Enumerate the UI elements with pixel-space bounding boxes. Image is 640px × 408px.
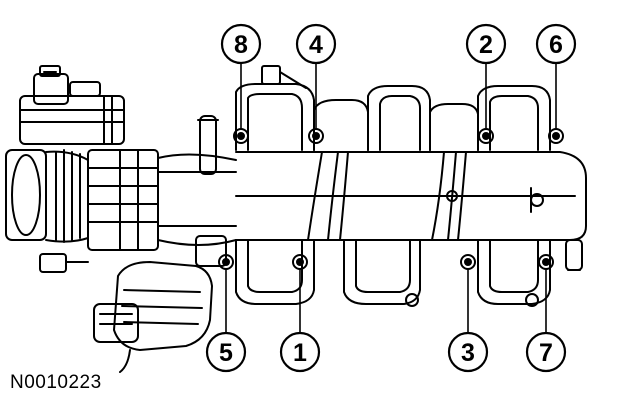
svg-text:1: 1: [293, 339, 307, 367]
intake-manifold: [235, 65, 587, 307]
callout-8: 8: [220, 23, 262, 65]
callout-4: 4: [295, 23, 337, 65]
svg-text:6: 6: [549, 31, 563, 59]
callout-7: 7: [525, 331, 567, 373]
throttle-body-assembly: [5, 65, 237, 373]
callout-2: 2: [465, 23, 507, 65]
bolt-1: [292, 254, 308, 270]
svg-text:5: 5: [219, 339, 233, 367]
bolt-3: [460, 254, 476, 270]
svg-text:7: 7: [539, 339, 553, 367]
figure-id-label: N0010223: [10, 372, 102, 393]
bolt-4: [308, 128, 324, 144]
svg-text:8: 8: [234, 31, 248, 59]
leader-lines: [225, 62, 557, 334]
manifold-bolts: [218, 128, 564, 270]
callout-1: 1: [279, 331, 321, 373]
svg-text:3: 3: [461, 339, 475, 367]
svg-text:4: 4: [309, 31, 323, 59]
callout-5: 5: [205, 331, 247, 373]
bolt-6: [548, 128, 564, 144]
callout-6: 6: [535, 23, 577, 65]
svg-text:2: 2: [479, 31, 493, 59]
callout-3: 3: [447, 331, 489, 373]
